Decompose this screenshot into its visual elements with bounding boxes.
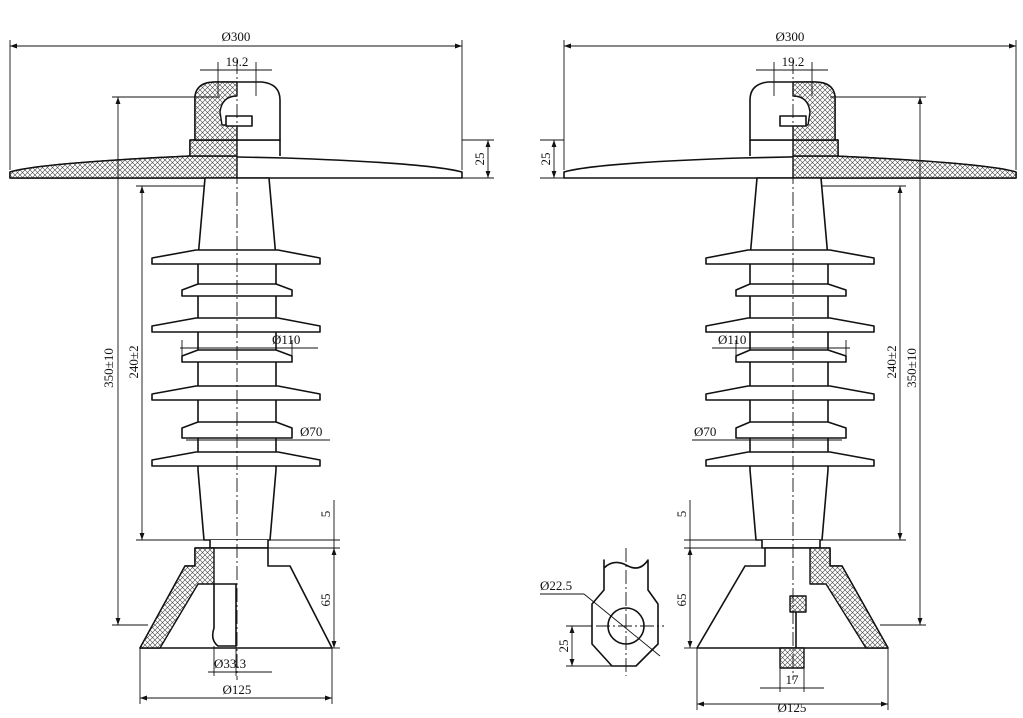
right-top-disc-hatched-half <box>792 155 1017 179</box>
left-pin-width-label: 19.2 <box>226 54 249 69</box>
left-overall-height-label: 350±10 <box>101 348 116 388</box>
right-small-shed-diameter-label: Ø70 <box>694 424 716 439</box>
detail-hole-diameter-leader <box>583 593 661 657</box>
right-shed-large-2 <box>705 317 875 333</box>
left-arc-distance-label: 240±2 <box>126 345 141 378</box>
right-pin-width-label: 19.2 <box>782 54 805 69</box>
left-top-diameter-label: Ø300 <box>222 29 251 44</box>
right-shed-large-1 <box>705 249 875 265</box>
left-base-skirt-hatch <box>139 547 215 649</box>
right-tongue-lower <box>779 647 805 669</box>
right-tongue-upper <box>789 595 807 613</box>
left-top-disc-hatched-half <box>9 155 238 179</box>
left-bottom-collar <box>209 540 269 549</box>
left-large-shed-diameter-label: Ø110 <box>272 332 300 347</box>
right-shed-thickness-label: 25 <box>538 153 553 166</box>
left-base-height-label: 65 <box>318 594 333 607</box>
left-base-diameter-label: Ø125 <box>223 682 252 697</box>
left-shed-thickness-label: 25 <box>472 153 487 166</box>
right-shed-small-1 <box>735 283 847 297</box>
left-small-shed-diameter-label: Ø70 <box>300 424 322 439</box>
left-shed-large-2 <box>151 317 321 333</box>
right-base-height-label: 65 <box>674 594 689 607</box>
right-large-shed-diameter-label: Ø110 <box>718 332 746 347</box>
left-shed-large-1 <box>151 249 321 265</box>
right-overall-height-label: 350±10 <box>904 348 919 388</box>
right-top-diameter-label: Ø300 <box>776 29 805 44</box>
left-shed-large-3 <box>151 385 321 401</box>
tongue-detail-view: Ø22.5 25 <box>540 548 664 676</box>
right-cap-collar-hatch <box>792 139 839 157</box>
left-bore-diameter-label: Ø33.3 <box>214 656 246 671</box>
right-gap-label: 5 <box>674 511 689 518</box>
left-insulator-view: Ø300 19.2 25 350±10 240±2 Ø110 Ø70 <box>9 29 494 704</box>
detail-edge-offset-label: 25 <box>556 640 571 653</box>
left-cap-collar-hatch <box>189 139 238 157</box>
right-base-diameter-label: Ø125 <box>778 700 807 715</box>
right-arc-distance-label: 240±2 <box>884 345 899 378</box>
right-shed-large-4 <box>705 451 875 467</box>
left-gap-label: 5 <box>318 511 333 518</box>
right-bottom-collar <box>761 540 821 549</box>
right-shed-small-2 <box>735 349 847 363</box>
left-shed-large-4 <box>151 451 321 467</box>
right-insulator-view: Ø300 19.2 25 350±10 240±2 Ø110 Ø70 <box>538 29 1017 715</box>
left-pin-slot <box>225 115 253 127</box>
left-pin-bore <box>211 583 237 647</box>
right-shed-small-3 <box>735 421 847 439</box>
detail-hole-diameter-label: Ø22.5 <box>540 578 572 593</box>
detail-tongue-outline <box>591 559 659 667</box>
right-tongue-width-label: 17 <box>786 672 800 687</box>
right-shed-large-3 <box>705 385 875 401</box>
